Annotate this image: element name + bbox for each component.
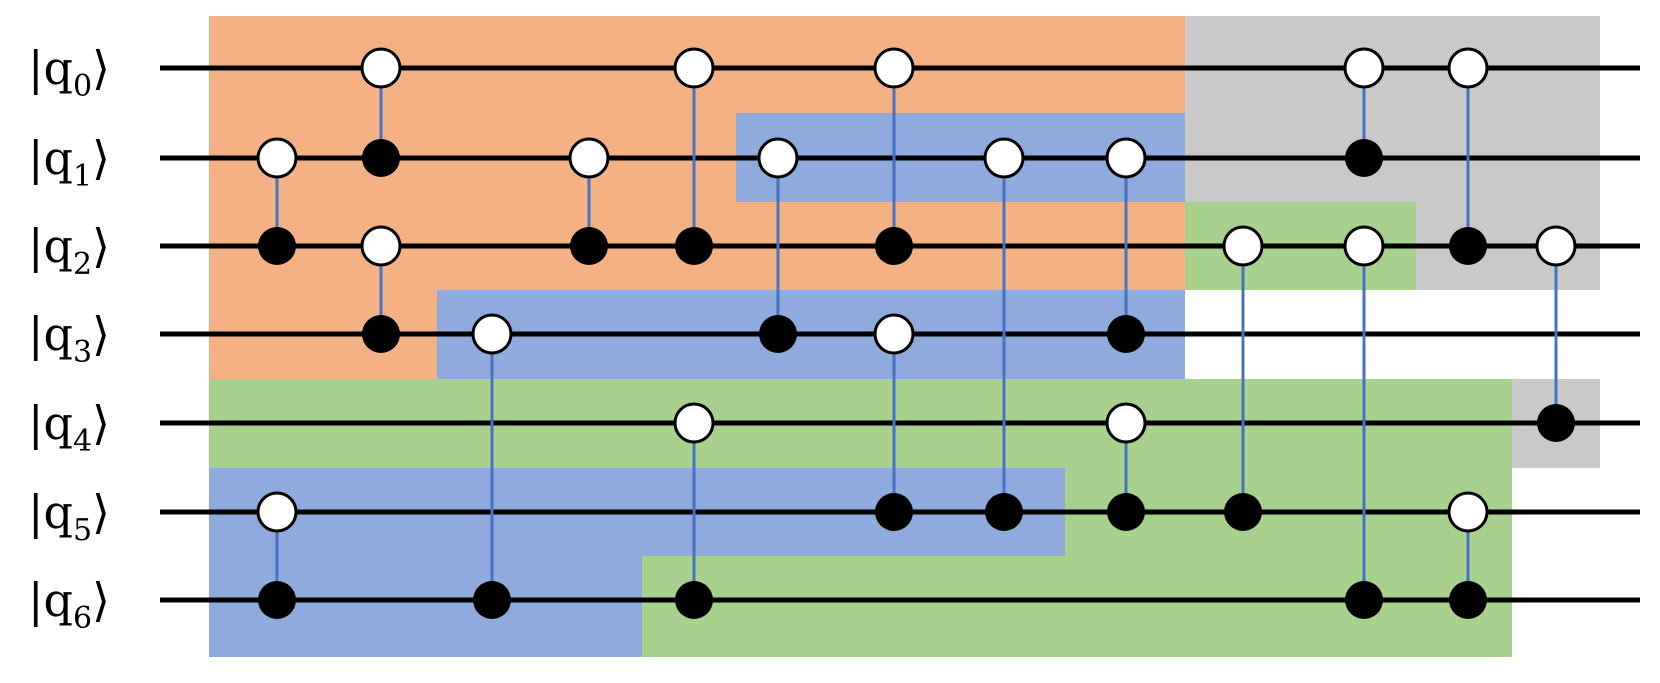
filled-control-node <box>1537 404 1575 442</box>
open-control-node <box>983 137 1025 179</box>
region-gray <box>1185 16 1600 202</box>
qubit-label-prefix: |q <box>28 573 73 627</box>
open-control-node <box>568 137 610 179</box>
filled-control-node <box>759 315 797 353</box>
filled-control-node <box>1449 581 1487 619</box>
filled-control-node <box>1224 493 1262 531</box>
filled-control-node <box>473 581 511 619</box>
filled-control-node <box>875 493 913 531</box>
filled-control-node <box>570 227 608 265</box>
qubit-label: |q4⟩ <box>28 396 110 459</box>
node-layer <box>256 47 1577 619</box>
qubit-label: |q6⟩ <box>28 573 110 636</box>
qubit-label-ket: ⟩ <box>92 396 110 450</box>
open-control-node <box>256 137 298 179</box>
qubit-label: |q1⟩ <box>28 131 110 194</box>
qubit-label-index: 0 <box>73 69 92 104</box>
qubit-label-index: 1 <box>73 159 92 194</box>
qubit-label-prefix: |q <box>28 485 73 539</box>
qubit-label-index: 4 <box>73 424 92 459</box>
qubit-label-ket: ⟩ <box>92 219 110 273</box>
open-control-node <box>673 402 715 444</box>
filled-control-node <box>362 315 400 353</box>
qubit-label: |q2⟩ <box>28 219 110 282</box>
qubit-label-prefix: |q <box>28 307 73 361</box>
qubit-label: |q5⟩ <box>28 485 110 548</box>
filled-control-node <box>1107 493 1145 531</box>
qubit-label-index: 3 <box>73 335 92 370</box>
open-control-node <box>256 491 298 533</box>
open-control-node <box>1447 47 1489 89</box>
qubit-label-ket: ⟩ <box>92 41 110 95</box>
qubit-label-ket: ⟩ <box>92 573 110 627</box>
open-control-node <box>471 313 513 355</box>
open-control-node <box>673 47 715 89</box>
qubit-label-ket: ⟩ <box>92 307 110 361</box>
open-control-node <box>1343 47 1385 89</box>
qubit-label: |q0⟩ <box>28 41 110 104</box>
open-control-node <box>1535 225 1577 267</box>
filled-control-node <box>1345 581 1383 619</box>
open-control-node <box>1222 225 1264 267</box>
open-control-node <box>360 225 402 267</box>
filled-control-node <box>875 227 913 265</box>
qubit-label: |q3⟩ <box>28 307 110 370</box>
open-control-node <box>873 313 915 355</box>
filled-control-node <box>675 227 713 265</box>
open-control-node <box>1105 402 1147 444</box>
filled-control-node <box>258 227 296 265</box>
open-control-node <box>1105 137 1147 179</box>
qubit-label-index: 6 <box>73 601 92 636</box>
qubit-label-prefix: |q <box>28 131 73 185</box>
filled-control-node <box>362 139 400 177</box>
qubit-label-prefix: |q <box>28 219 73 273</box>
open-control-node <box>873 47 915 89</box>
filled-control-node <box>1345 139 1383 177</box>
open-control-node <box>1343 225 1385 267</box>
filled-control-node <box>258 581 296 619</box>
qubit-label-index: 5 <box>73 513 92 548</box>
open-control-node <box>360 47 402 89</box>
qubit-label-index: 2 <box>73 247 92 282</box>
qubit-label-prefix: |q <box>28 41 73 95</box>
qubit-label-ket: ⟩ <box>92 131 110 185</box>
label-layer: |q0⟩|q1⟩|q2⟩|q3⟩|q4⟩|q5⟩|q6⟩ <box>28 41 110 636</box>
open-control-node <box>757 137 799 179</box>
filled-control-node <box>1107 315 1145 353</box>
open-control-node <box>1447 491 1489 533</box>
qubit-label-ket: ⟩ <box>92 485 110 539</box>
filled-control-node <box>675 581 713 619</box>
filled-control-node <box>985 493 1023 531</box>
qubit-label-prefix: |q <box>28 396 73 450</box>
filled-control-node <box>1449 227 1487 265</box>
